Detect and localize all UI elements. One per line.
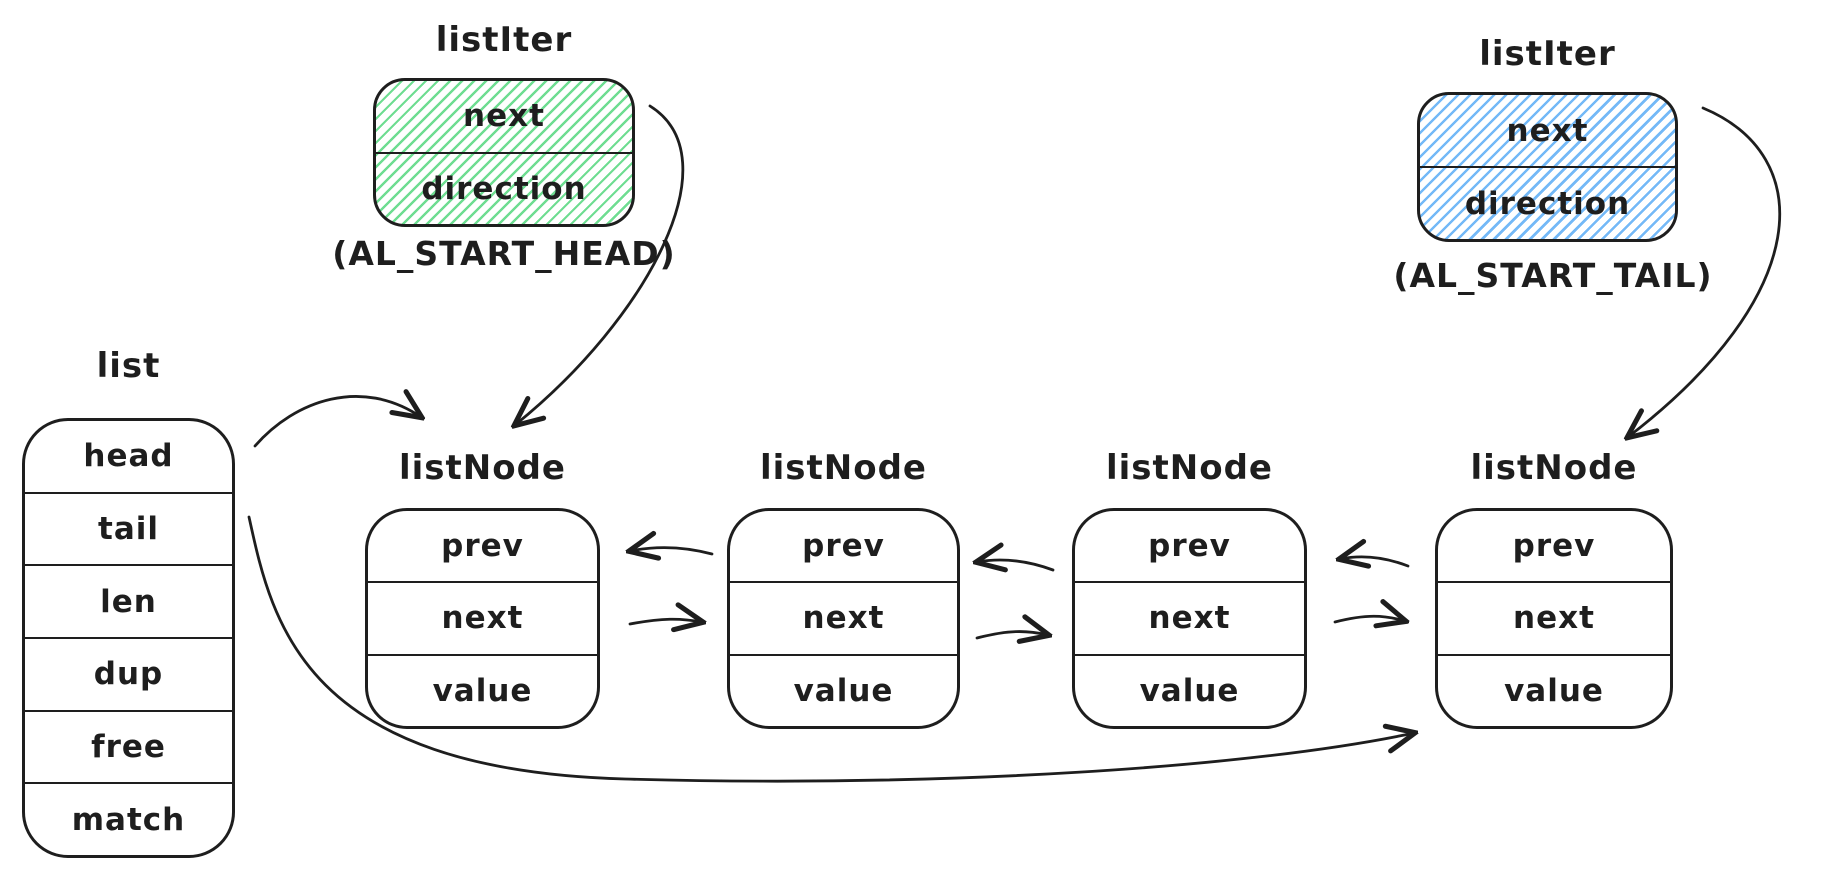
node4-field-prev: prev	[1512, 528, 1596, 565]
node3-title: listNode	[1105, 448, 1273, 488]
list-field-dup: dup	[25, 637, 232, 710]
node2-field-prev: prev	[802, 528, 885, 565]
node2-title: listNode	[759, 448, 927, 488]
list-box: head tail len dup free match	[22, 418, 235, 858]
node3-field-next: next	[1075, 581, 1304, 653]
head-iterator-field-direction: direction	[376, 151, 632, 225]
head-iterator-box: next direction	[373, 78, 635, 227]
node1-field-next: next	[368, 581, 597, 653]
node2-field-next: next	[730, 581, 957, 653]
node1-title: listNode	[398, 448, 566, 488]
node3-field-value: value	[1075, 653, 1304, 726]
node3-box: prev next value	[1072, 508, 1307, 729]
node4-box: prev next value	[1435, 508, 1673, 729]
node4-field-value: value	[1438, 653, 1670, 726]
node4-field-next: next	[1438, 581, 1670, 653]
arrow-node1-next-to-node2	[628, 619, 702, 624]
list-field-head: head	[83, 438, 174, 475]
tail-iterator-title: listIter	[1479, 34, 1616, 74]
node2-field-value: value	[730, 653, 957, 726]
arrow-node4-prev-to-node3	[1340, 557, 1410, 566]
head-iterator-title: listIter	[435, 20, 573, 60]
node1-field-prev: prev	[441, 528, 524, 565]
tail-iterator-caption: (AL_START_TAIL)	[1393, 256, 1713, 295]
list-field-free: free	[25, 709, 232, 783]
list-title: list	[96, 346, 161, 386]
tail-iterator-box: next direction	[1417, 92, 1678, 242]
list-field-len: len	[25, 564, 232, 637]
arrow-node2-next-to-node3	[975, 632, 1048, 638]
head-iterator-caption: (AL_START_HEAD)	[332, 234, 676, 273]
arrow-node3-prev-to-node2	[977, 560, 1055, 570]
list-field-tail: tail	[25, 491, 232, 565]
arrow-list-head-to-node1	[253, 396, 421, 448]
head-iterator-field-next: next	[463, 98, 545, 135]
node1-field-value: value	[368, 653, 597, 726]
tail-iterator-field-direction: direction	[1420, 166, 1675, 239]
arrow-node3-next-to-node4	[1333, 616, 1405, 622]
tail-iterator-field-next: next	[1506, 112, 1589, 149]
arrow-node2-prev-to-node1	[630, 548, 714, 554]
node1-box: prev next value	[365, 508, 600, 729]
node4-title: listNode	[1470, 448, 1638, 488]
node2-box: prev next value	[727, 508, 960, 729]
list-field-match: match	[25, 782, 232, 855]
node3-field-prev: prev	[1148, 528, 1231, 565]
